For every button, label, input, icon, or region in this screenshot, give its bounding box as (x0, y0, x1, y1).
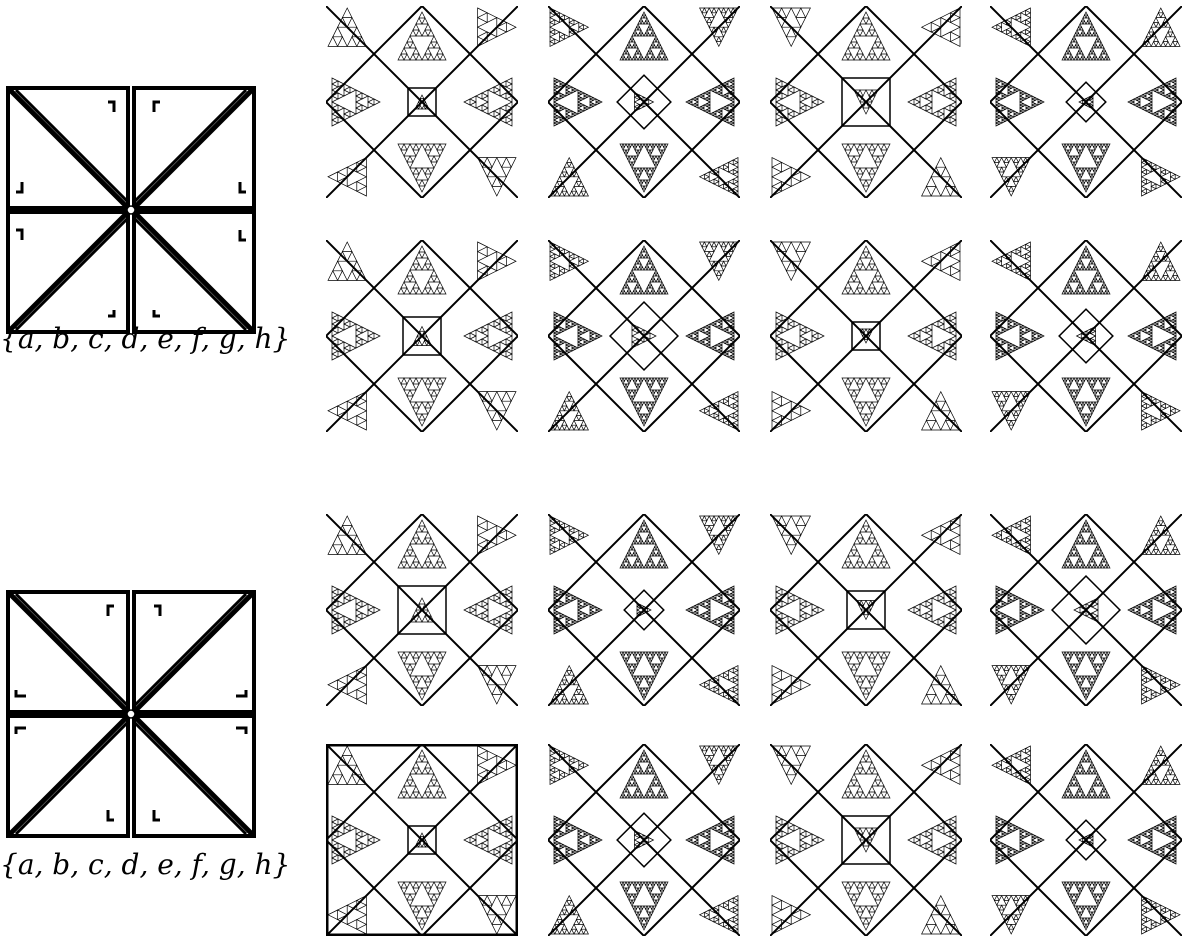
fractal-pattern (548, 744, 740, 936)
fractal-pattern (548, 240, 740, 432)
fractal-tile (770, 744, 962, 936)
fractal-tile (326, 744, 518, 936)
fractal-tile (548, 744, 740, 936)
fractal-pattern (548, 6, 740, 198)
triangle-partition-diagram-2 (4, 588, 260, 840)
fractal-pattern (990, 240, 1182, 432)
fractal-pattern (770, 6, 962, 198)
tile-key-2 (4, 588, 260, 840)
fractal-pattern (770, 744, 962, 936)
fractal-pattern (990, 514, 1182, 706)
fractal-pattern (990, 744, 1182, 936)
triangle-partition-diagram-1 (4, 84, 260, 336)
fractal-tile (548, 240, 740, 432)
fractal-pattern (990, 6, 1182, 198)
fractal-tile (548, 514, 740, 706)
alphabet-label-1: {a, b, c, d, e, f, g, h} (0, 322, 268, 355)
fractal-tile (326, 514, 518, 706)
fractal-pattern (548, 514, 740, 706)
fractal-pattern (770, 514, 962, 706)
fractal-pattern (326, 744, 518, 936)
fractal-tile (990, 744, 1182, 936)
fractal-pattern (770, 240, 962, 432)
alphabet-label-2: {a, b, c, d, e, f, g, h} (0, 848, 268, 881)
fractal-tile (326, 6, 518, 198)
fractal-tile (990, 240, 1182, 432)
fractal-tile (990, 514, 1182, 706)
fractal-tile (326, 240, 518, 432)
fractal-tile (770, 514, 962, 706)
fractal-tile (548, 6, 740, 198)
fractal-tile (990, 6, 1182, 198)
fractal-tile (770, 240, 962, 432)
fractal-pattern (326, 514, 518, 706)
fractal-pattern (326, 6, 518, 198)
fractal-pattern (326, 240, 518, 432)
fractal-tile (770, 6, 962, 198)
tile-key-1 (4, 84, 260, 336)
